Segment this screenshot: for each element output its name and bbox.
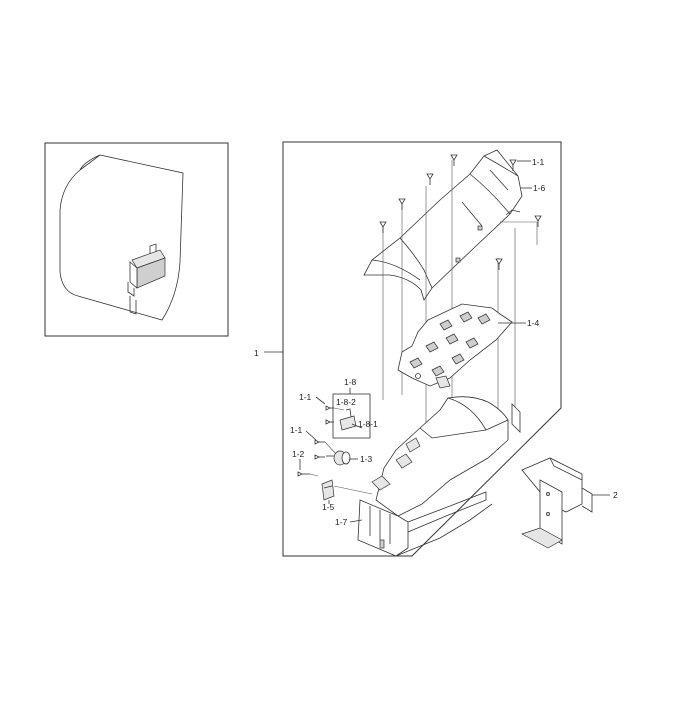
- duct-cover-part: [363, 149, 523, 301]
- bracket-part-2: [521, 457, 593, 549]
- inset-detail-panel: [44, 142, 229, 337]
- assembly-outline: [282, 141, 562, 557]
- label-1-5: 1-5: [322, 502, 335, 512]
- part-labels: 1 1-1 1-6 1-4 1-8 1-8-2 1-8-1 1-1 1-1 1-…: [254, 157, 618, 527]
- top-screws: [379, 154, 542, 270]
- label-1-8-2: 1-8-2: [336, 397, 356, 407]
- small-screws: [297, 405, 373, 495]
- fuse-assembly-1-8: [332, 393, 371, 439]
- label-1-3: 1-3: [360, 454, 373, 464]
- label-1-4: 1-4: [527, 318, 540, 328]
- leader-lines: [264, 160, 610, 523]
- label-2: 2: [613, 490, 618, 500]
- lower-housing-part: [357, 396, 521, 557]
- label-1-8-1: 1-8-1: [358, 419, 378, 429]
- inset-component: [127, 243, 166, 315]
- label-1-1-left-lower: 1-1: [290, 425, 303, 435]
- thermostat-1-3: [326, 450, 351, 466]
- label-1-1-top: 1-1: [532, 157, 545, 167]
- label-1-6: 1-6: [533, 183, 546, 193]
- sensor-1-5: [321, 479, 335, 501]
- label-1-8: 1-8: [344, 377, 357, 387]
- label-1-2: 1-2: [292, 449, 305, 459]
- label-1: 1: [254, 348, 259, 358]
- label-1-7: 1-7: [335, 517, 348, 527]
- heater-plate-part: [397, 303, 513, 389]
- label-1-1-left-upper: 1-1: [299, 392, 312, 402]
